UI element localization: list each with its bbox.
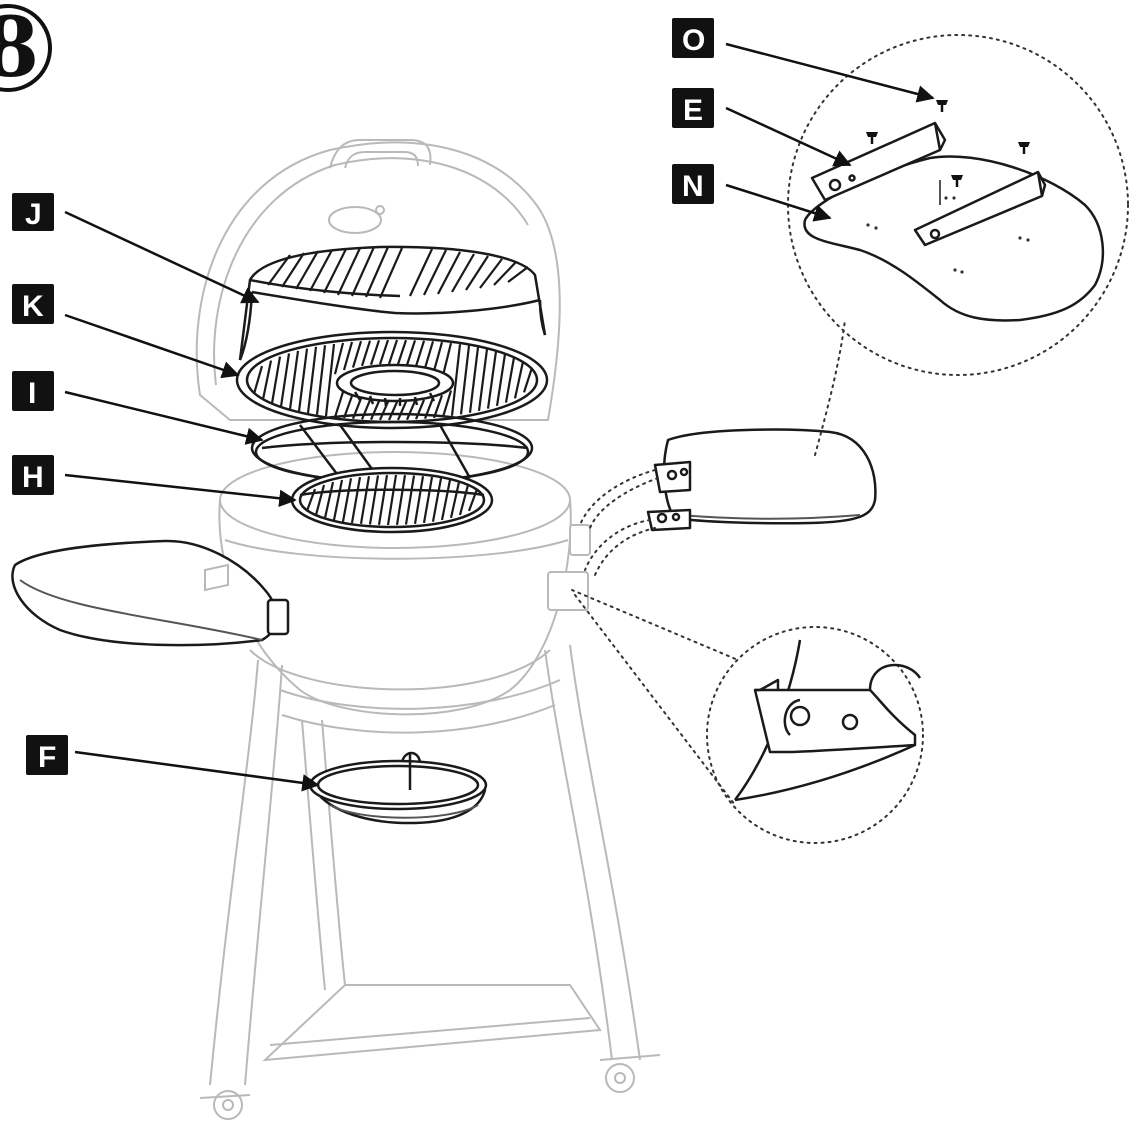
attach-path-upper [579,469,656,526]
leader-f [74,750,320,792]
label-f-text: F [38,741,56,774]
right-side-shelf [646,428,877,532]
screw-icon [951,175,963,187]
stand-leg-back [301,719,326,991]
label-o-text: O [682,24,705,57]
leader-j [64,210,260,304]
leader-e [725,106,852,167]
screw-icon [866,132,878,144]
label-e: E [672,88,714,128]
step-number: 8 [0,0,39,96]
leader-k [64,313,240,379]
label-h-text: H [22,461,44,494]
part-k-cooking-grate [235,330,549,430]
label-e-text: E [683,94,703,127]
step-circle [0,4,52,92]
part-o-screws [866,100,1030,187]
part-h-charcoal-grate [290,466,494,534]
label-n-text: N [682,170,704,203]
leader-h [64,473,297,507]
stand-ring [281,704,556,734]
lid-vent [328,206,382,234]
lid-handle [329,139,432,169]
label-o: O [672,18,714,58]
leader-i [64,390,264,445]
screw-icon [936,100,948,112]
stand-bottom-shelf [262,984,602,1062]
wheel-left [199,1090,251,1120]
step-badge: 8 [0,0,52,96]
label-i: I [12,371,54,411]
bracket-detail-callout [571,589,924,844]
part-f-ash-pan [308,751,488,825]
label-k: K [12,284,54,324]
left-side-shelf [11,539,290,647]
label-n: N [672,164,714,204]
label-j: J [12,193,54,231]
shelf-hardware-detail-callout [787,34,1129,456]
screw-icon [1018,142,1030,154]
label-f: F [26,735,68,775]
wheel-right [599,1054,661,1093]
label-i-text: I [28,377,36,410]
attach-path-lower [584,519,651,571]
stand-leg-left [209,659,259,1086]
stand-leg-right [544,649,613,1061]
leader-o [725,42,935,103]
part-j-warming-rack [238,245,547,361]
leader-n [725,183,832,222]
label-h: H [12,455,54,495]
label-k-text: K [22,290,44,323]
label-j-text: J [25,198,42,231]
